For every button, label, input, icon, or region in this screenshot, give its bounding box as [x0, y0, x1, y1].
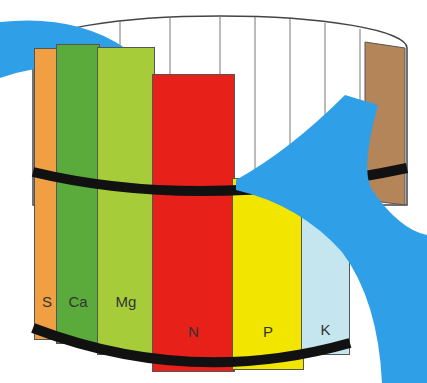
element-label: N	[153, 323, 234, 341]
nutrient-stave: Ca	[56, 44, 100, 344]
nutrient-stave: Mg	[97, 47, 155, 355]
element-label: P	[233, 323, 303, 341]
nutrient-stave: N	[152, 74, 235, 372]
element-label: Mg	[98, 293, 154, 311]
element-label: Ca	[57, 293, 99, 311]
element-label: K	[302, 321, 349, 339]
water-outflow	[236, 95, 427, 383]
barrel-hoop	[33, 328, 350, 362]
element-label: S	[35, 293, 59, 311]
